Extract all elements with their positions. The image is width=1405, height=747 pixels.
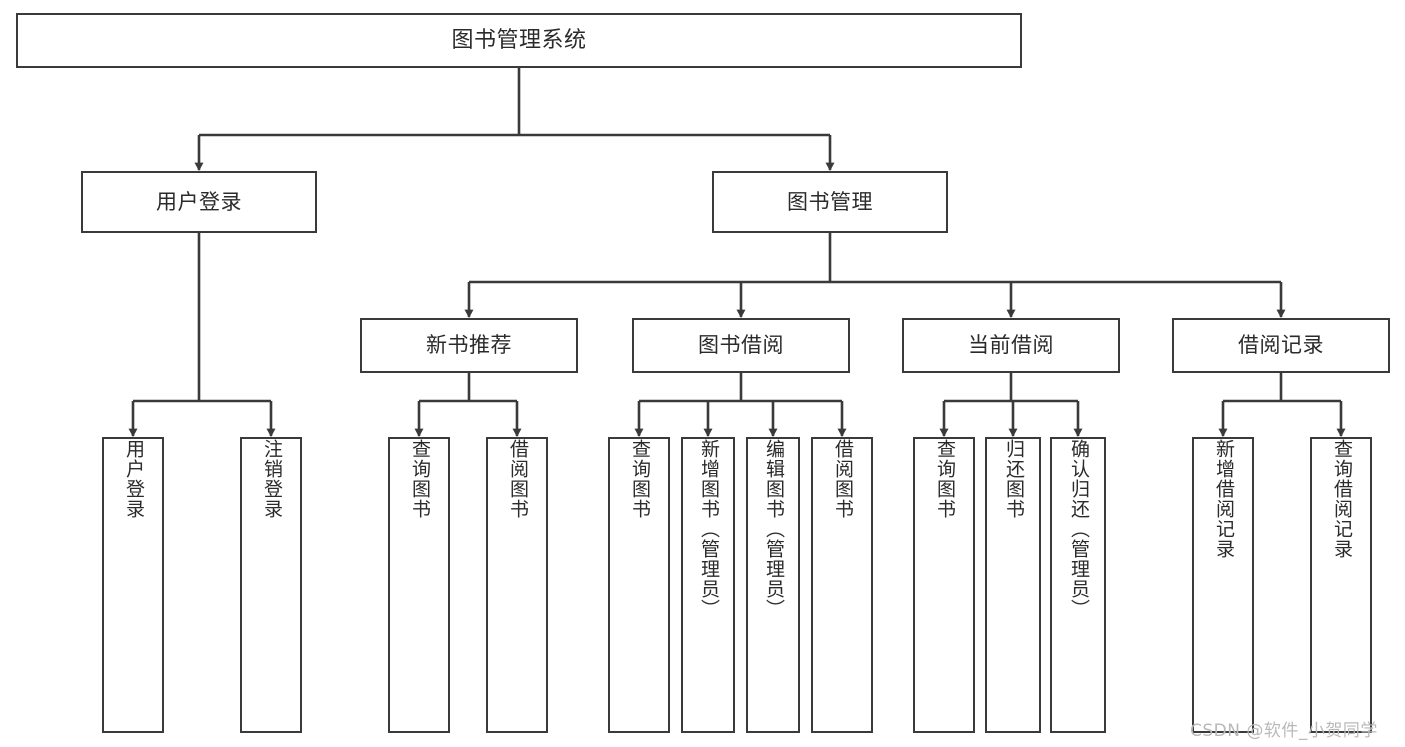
node-leaf-cur-3[interactable]: 确认归还（管理员）	[1050, 437, 1106, 733]
node-leaf-rec-1[interactable]: 新增借阅记录	[1192, 437, 1254, 733]
node-label: 用户登录	[156, 189, 242, 214]
node-leaf-new-1[interactable]: 查询图书	[388, 437, 450, 733]
node-label: 新增借阅记录	[1212, 439, 1235, 559]
node-label: 确认归还（管理员）	[1067, 439, 1090, 619]
node-leaf-login-2[interactable]: 注销登录	[240, 437, 302, 733]
node-label: 图书管理	[787, 189, 873, 214]
node-label: 新增图书（管理员）	[697, 439, 720, 619]
node-leaf-borrow-3[interactable]: 编辑图书（管理员）	[746, 437, 800, 733]
node-leaf-login-1[interactable]: 用户登录	[102, 437, 164, 733]
node-label: 当前借阅	[968, 333, 1054, 358]
node-label: 归还图书	[1002, 439, 1025, 519]
node-label: 借阅图书	[831, 439, 854, 519]
node-label: 图书借阅	[698, 333, 784, 358]
node-label: 查询借阅记录	[1330, 439, 1353, 559]
node-label: 借阅记录	[1238, 333, 1324, 358]
node-records[interactable]: 借阅记录	[1172, 318, 1390, 373]
node-label: 查询图书	[933, 439, 956, 519]
node-leaf-borrow-2[interactable]: 新增图书（管理员）	[681, 437, 735, 733]
node-leaf-cur-1[interactable]: 查询图书	[913, 437, 975, 733]
node-borrow[interactable]: 图书借阅	[632, 318, 850, 373]
node-login[interactable]: 用户登录	[81, 171, 317, 233]
node-bookmgmt[interactable]: 图书管理	[712, 171, 948, 233]
node-label: 新书推荐	[426, 333, 512, 358]
node-label: 借阅图书	[506, 439, 529, 519]
node-label: 编辑图书（管理员）	[762, 439, 785, 619]
node-label: 图书管理系统	[451, 27, 587, 53]
node-newbook[interactable]: 新书推荐	[360, 318, 578, 373]
node-leaf-borrow-4[interactable]: 借阅图书	[811, 437, 873, 733]
node-leaf-rec-2[interactable]: 查询借阅记录	[1310, 437, 1372, 733]
node-leaf-cur-2[interactable]: 归还图书	[985, 437, 1041, 733]
node-label: 查询图书	[408, 439, 431, 519]
node-label: 查询图书	[628, 439, 651, 519]
node-label: 注销登录	[260, 439, 283, 519]
node-current[interactable]: 当前借阅	[902, 318, 1120, 373]
node-leaf-borrow-1[interactable]: 查询图书	[608, 437, 670, 733]
node-root[interactable]: 图书管理系统	[16, 13, 1022, 68]
node-leaf-new-2[interactable]: 借阅图书	[486, 437, 548, 733]
csdn-watermark: CSDN @软件_小贺同学	[1190, 721, 1378, 741]
node-label: 用户登录	[122, 439, 145, 519]
